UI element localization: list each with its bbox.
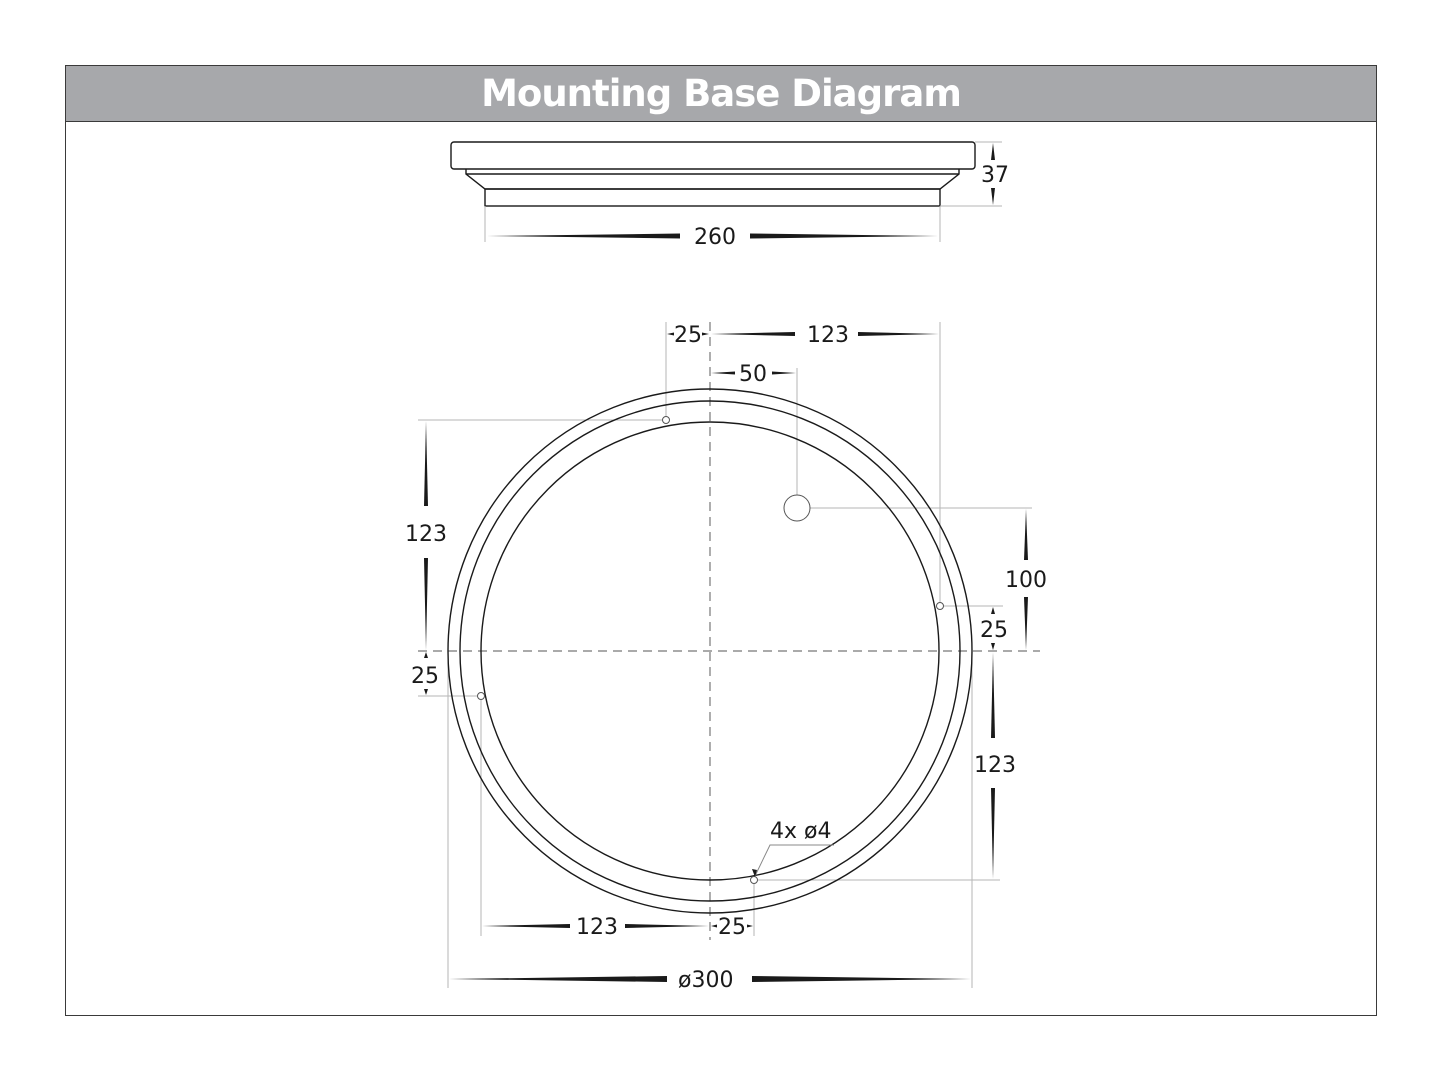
mounting-hole-right (936, 602, 944, 610)
cable-height-label: 100 (1005, 568, 1047, 593)
height-dimension-label: 37 (981, 163, 1009, 188)
left-dimensions: 123 25 (405, 421, 447, 695)
side-view-chamfer (465, 169, 960, 190)
center-lines (418, 322, 1040, 940)
side-view-extension-lines (484, 141, 1002, 242)
bottom-dimensions: 123 25 (482, 915, 753, 940)
right-lower-label: 123 (974, 753, 1016, 778)
outer-ring (447, 388, 973, 914)
side-view-base (484, 188, 941, 207)
diameter-dimension: ø300 (449, 968, 971, 993)
cable-offset-label: 50 (739, 362, 767, 387)
right-dimensions: 100 25 123 (974, 509, 1047, 879)
left-upper-label: 123 (405, 522, 447, 547)
mounting-hole-top (662, 416, 670, 424)
bottom-hole-offset-label: 25 (718, 915, 746, 940)
width-dimension: 260 (487, 225, 938, 250)
side-view-top-plate (450, 141, 976, 170)
diameter-label: ø300 (678, 968, 733, 993)
left-hole-offset-label: 25 (411, 664, 439, 689)
side-view (450, 141, 976, 207)
cable-entry-hole (783, 494, 811, 522)
diagram-frame: Mounting Base Diagram (65, 65, 1377, 1016)
height-dimension: 37 (981, 143, 1009, 205)
top-offset-right-label: 123 (807, 323, 849, 348)
middle-ring (459, 400, 961, 902)
mounting-holes (477, 416, 944, 884)
width-dimension-label: 260 (694, 225, 736, 250)
bottom-left-label: 123 (576, 915, 618, 940)
mounting-hole-left (477, 692, 485, 700)
right-hole-offset-label: 25 (980, 618, 1008, 643)
hole-callout: 4x ø4 (752, 819, 834, 877)
page-title: Mounting Base Diagram (481, 72, 962, 115)
header-band: Mounting Base Diagram (66, 66, 1376, 122)
mounting-hole-bottom (750, 876, 758, 884)
base-rings (447, 388, 973, 914)
inner-ring (480, 421, 940, 881)
hole-callout-label: 4x ø4 (770, 819, 831, 844)
top-offset-left-label: 25 (674, 323, 702, 348)
top-dimensions: 25 123 50 (667, 323, 939, 387)
